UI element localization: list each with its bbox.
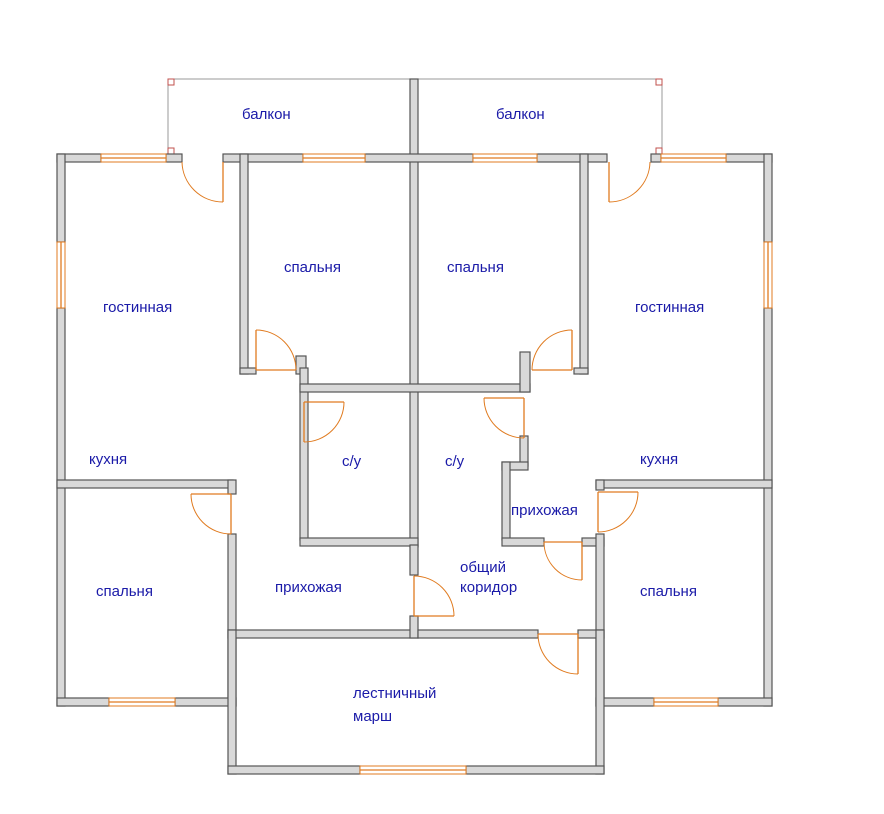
windows xyxy=(56,153,773,775)
label-bedroom-bottom-left: спальня xyxy=(96,583,153,600)
label-bedroom-top-right: спальня xyxy=(447,259,504,276)
label-bath-right: с/у xyxy=(445,453,465,470)
doors xyxy=(181,161,651,675)
label-bath-left: с/у xyxy=(342,453,362,470)
door xyxy=(597,491,639,533)
label-bedroom-top-left: спальня xyxy=(284,259,341,276)
door xyxy=(537,633,579,675)
door xyxy=(413,575,455,617)
door xyxy=(190,493,232,535)
label-kitchen-left: кухня xyxy=(89,451,127,468)
label-corridor-2: коридор xyxy=(460,579,517,596)
label-balcony-left: балкон xyxy=(242,106,291,123)
label-hall-right: прихожая xyxy=(511,502,578,519)
label-living-left: гостинная xyxy=(103,299,172,316)
door xyxy=(255,329,297,371)
door xyxy=(181,161,224,203)
door xyxy=(303,401,345,443)
door xyxy=(483,397,525,439)
door xyxy=(531,329,573,371)
label-kitchen-right: кухня xyxy=(640,451,678,468)
door xyxy=(608,161,651,203)
label-hall-left: прихожая xyxy=(275,579,342,596)
label-stair-1: лестничный xyxy=(353,685,436,702)
room-labels: балкон балкон спальня спальня гостинная … xyxy=(89,106,704,725)
walls xyxy=(56,78,773,775)
label-stair-2: марш xyxy=(353,708,392,725)
label-living-right: гостинная xyxy=(635,299,704,316)
door xyxy=(543,541,583,581)
label-bedroom-bottom-right: спальня xyxy=(640,583,697,600)
label-corridor-1: общий xyxy=(460,559,506,576)
label-balcony-right: балкон xyxy=(496,106,545,123)
